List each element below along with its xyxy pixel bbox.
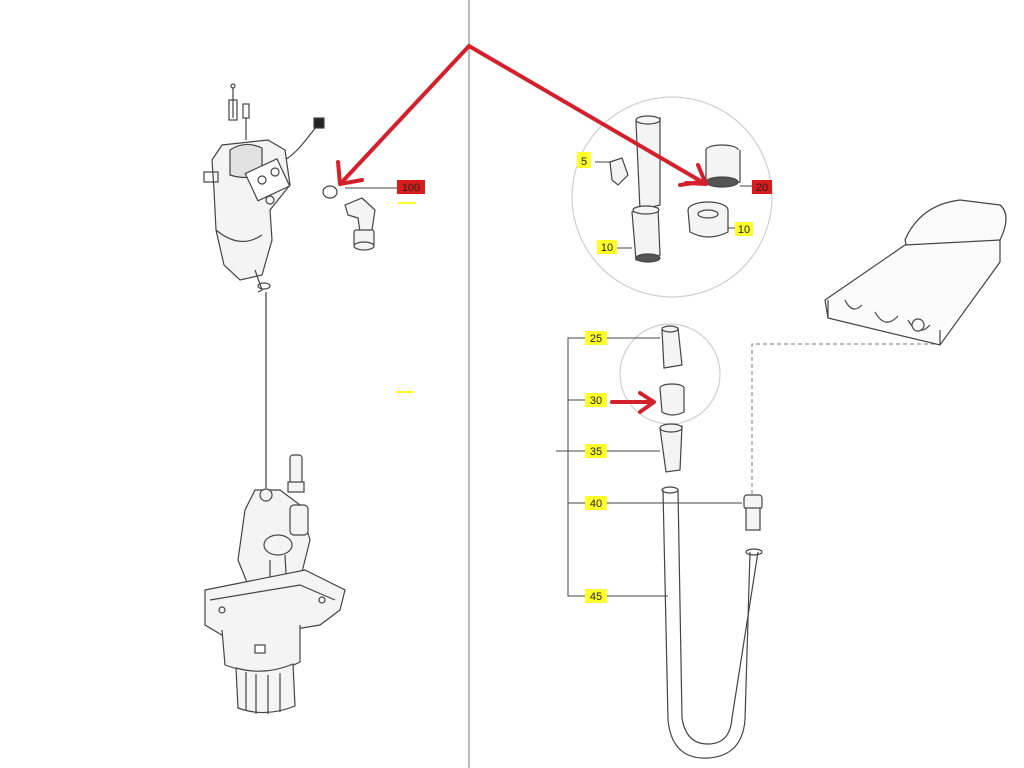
callout-c30: 30 bbox=[585, 393, 607, 407]
callout-c40: 40 bbox=[585, 496, 607, 510]
callout-highlight bbox=[752, 180, 772, 194]
callout-highlight bbox=[585, 589, 607, 603]
callout-c10a: 10 bbox=[597, 240, 617, 254]
callout-highlight bbox=[585, 393, 607, 407]
callout-text: 10 bbox=[738, 224, 750, 236]
callout-text: 40 bbox=[590, 498, 602, 510]
tray-icon bbox=[824, 199, 1007, 346]
callout-text: 5 bbox=[581, 156, 587, 168]
callout-bracket bbox=[556, 337, 742, 597]
callout-highlight bbox=[397, 180, 425, 194]
callout-c20: 20 bbox=[752, 180, 772, 194]
callout-text: 30 bbox=[590, 395, 602, 407]
callout-c35: 35 bbox=[585, 444, 607, 458]
callout-c10b: 10 bbox=[735, 222, 753, 236]
callout-highlight bbox=[735, 222, 753, 236]
detail-circle-upper bbox=[571, 96, 773, 298]
callout-highlight bbox=[577, 152, 591, 168]
dashed-link bbox=[751, 330, 936, 494]
callout-text: 20 bbox=[756, 182, 768, 194]
callout-text: 100 bbox=[402, 182, 420, 194]
hose-connectors-icon bbox=[659, 325, 685, 473]
pump-assembly-icon bbox=[204, 454, 346, 714]
callout-c5: 5 bbox=[577, 152, 591, 168]
callout-text: 10 bbox=[601, 242, 613, 254]
callout-highlight bbox=[585, 496, 607, 510]
callout-highlight bbox=[585, 331, 607, 345]
callout-highlight bbox=[585, 444, 607, 458]
elbow-fitting-icon bbox=[322, 185, 376, 251]
callout-text: 35 bbox=[590, 446, 602, 458]
red-arrow-icon bbox=[336, 44, 708, 414]
valve-housing-icon bbox=[203, 83, 325, 293]
callout-highlight bbox=[597, 240, 617, 254]
callout-c45: 45 bbox=[585, 589, 607, 603]
callout-c100: 100 bbox=[397, 180, 425, 194]
hose-icon bbox=[661, 486, 763, 759]
callout-text: 25 bbox=[590, 333, 602, 345]
callout-c25: 25 bbox=[585, 331, 607, 345]
callout-labels: 100 20 5 10 10 25 30 35 40 45 bbox=[397, 152, 772, 603]
valve-parts-icon bbox=[609, 115, 741, 263]
callout-text: 45 bbox=[590, 591, 602, 603]
